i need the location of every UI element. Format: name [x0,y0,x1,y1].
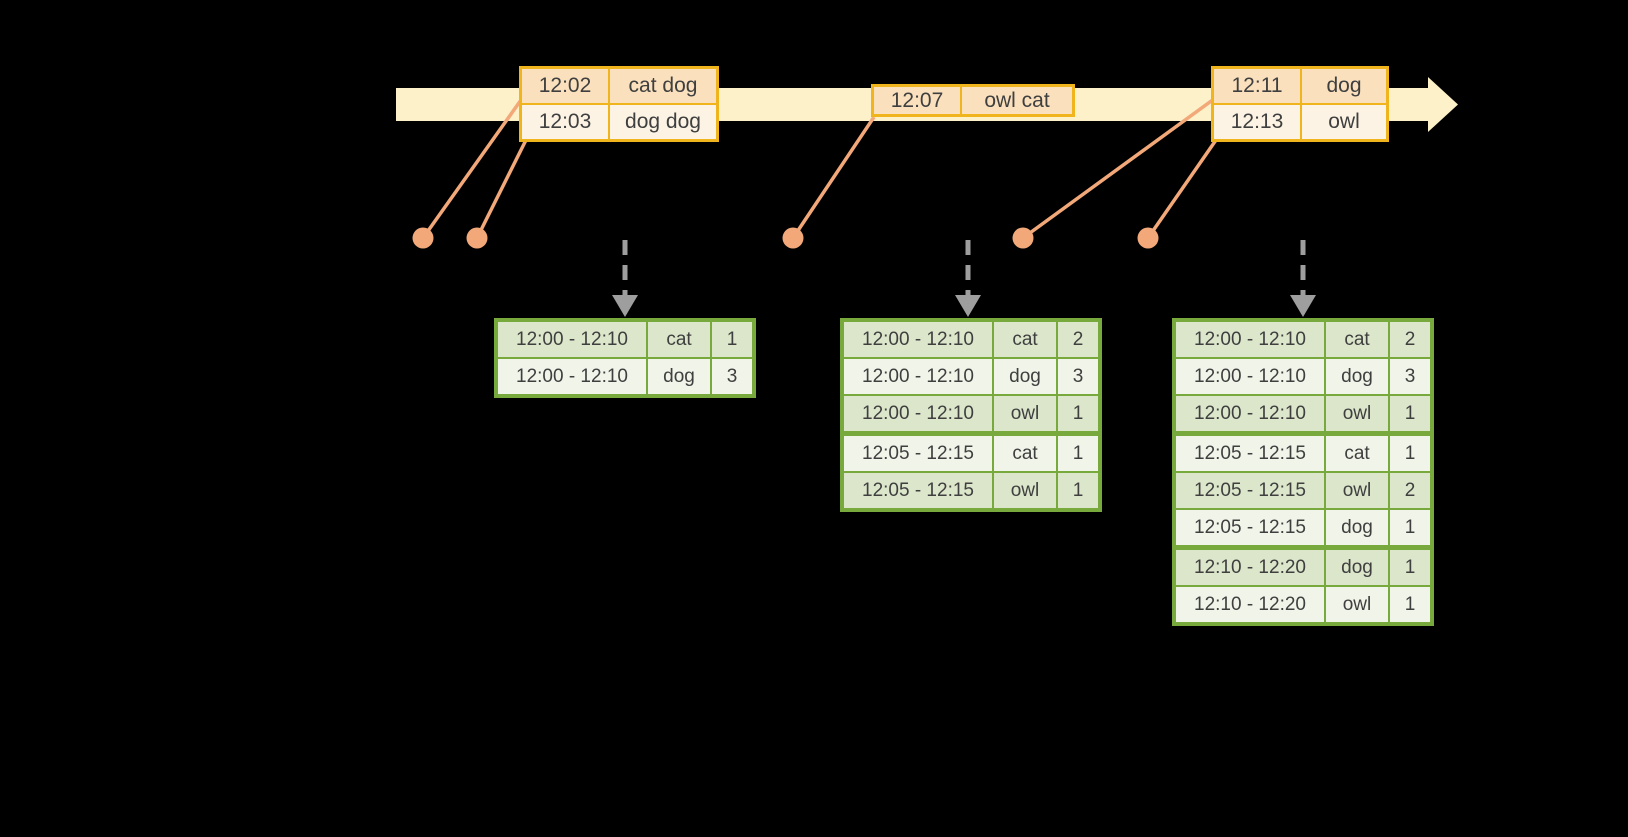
count-cell: 1 [1056,431,1101,473]
event-connector-1 [421,98,523,240]
event-words-cell: owl [1300,103,1389,142]
event-words-cell: cat dog [608,66,719,105]
word-cell: cat [992,319,1058,359]
timeline-arrowhead-icon [1428,77,1458,132]
event-words-cell: dog dog [608,103,719,142]
window-cell: 12:10 - 12:20 [1173,585,1326,625]
word-cell: owl [992,394,1058,435]
event-connector-4 [1021,97,1216,240]
count-cell: 1 [1388,508,1433,549]
word-cell: cat [992,431,1058,473]
event-connector-2 [475,139,528,239]
word-cell: cat [1324,319,1390,359]
count-cell: 1 [1388,394,1433,435]
event-dot-5 [1137,227,1159,249]
event-dot-4 [1012,227,1034,249]
event-words-cell: owl cat [960,84,1075,117]
word-cell: owl [1324,471,1390,510]
window-cell: 12:05 - 12:15 [841,431,994,473]
event-time-cell: 12:11 [1211,66,1302,105]
event-dot-1 [412,227,434,249]
trigger-arrowhead-icon-2 [955,295,981,317]
count-cell: 3 [710,357,755,397]
count-cell: 3 [1388,357,1433,396]
count-cell: 1 [710,319,755,359]
event-connector-3 [791,116,876,239]
window-cell: 12:05 - 12:15 [1173,471,1326,510]
count-cell: 1 [1388,585,1433,625]
event-time-cell: 12:02 [519,66,610,105]
count-cell: 2 [1056,319,1101,359]
event-time-cell: 12:13 [1211,103,1302,142]
event-dot-3 [782,227,804,249]
word-cell: dog [1324,357,1390,396]
window-cell: 12:00 - 12:10 [1173,394,1326,435]
word-cell: dog [1324,508,1390,549]
event-words-cell: dog [1300,66,1389,105]
window-cell: 12:00 - 12:10 [841,394,994,435]
count-cell: 1 [1388,545,1433,587]
word-cell: dog [992,357,1058,396]
window-cell: 12:00 - 12:10 [841,319,994,359]
window-cell: 12:05 - 12:15 [841,471,994,511]
window-cell: 12:00 - 12:10 [495,319,648,359]
window-cell: 12:00 - 12:10 [1173,319,1326,359]
window-cell: 12:05 - 12:15 [1173,431,1326,473]
count-cell: 3 [1056,357,1101,396]
count-cell: 2 [1388,319,1433,359]
count-cell: 1 [1056,471,1101,511]
window-cell: 12:00 - 12:10 [495,357,648,397]
count-cell: 1 [1388,431,1433,473]
trigger-arrowhead-icon-3 [1290,295,1316,317]
word-cell: owl [992,471,1058,511]
count-cell: 2 [1388,471,1433,510]
window-cell: 12:10 - 12:20 [1173,545,1326,587]
word-cell: cat [1324,431,1390,473]
word-cell: cat [646,319,712,359]
window-cell: 12:00 - 12:10 [841,357,994,396]
window-cell: 12:00 - 12:10 [1173,357,1326,396]
count-cell: 1 [1056,394,1101,435]
word-cell: owl [1324,585,1390,625]
event-dot-2 [466,227,488,249]
word-cell: dog [646,357,712,397]
word-cell: dog [1324,545,1390,587]
event-time-cell: 12:03 [519,103,610,142]
word-cell: owl [1324,394,1390,435]
window-cell: 12:05 - 12:15 [1173,508,1326,549]
trigger-arrowhead-icon-1 [612,295,638,317]
event-time-cell: 12:07 [871,84,962,117]
event-connector-5 [1146,139,1218,239]
